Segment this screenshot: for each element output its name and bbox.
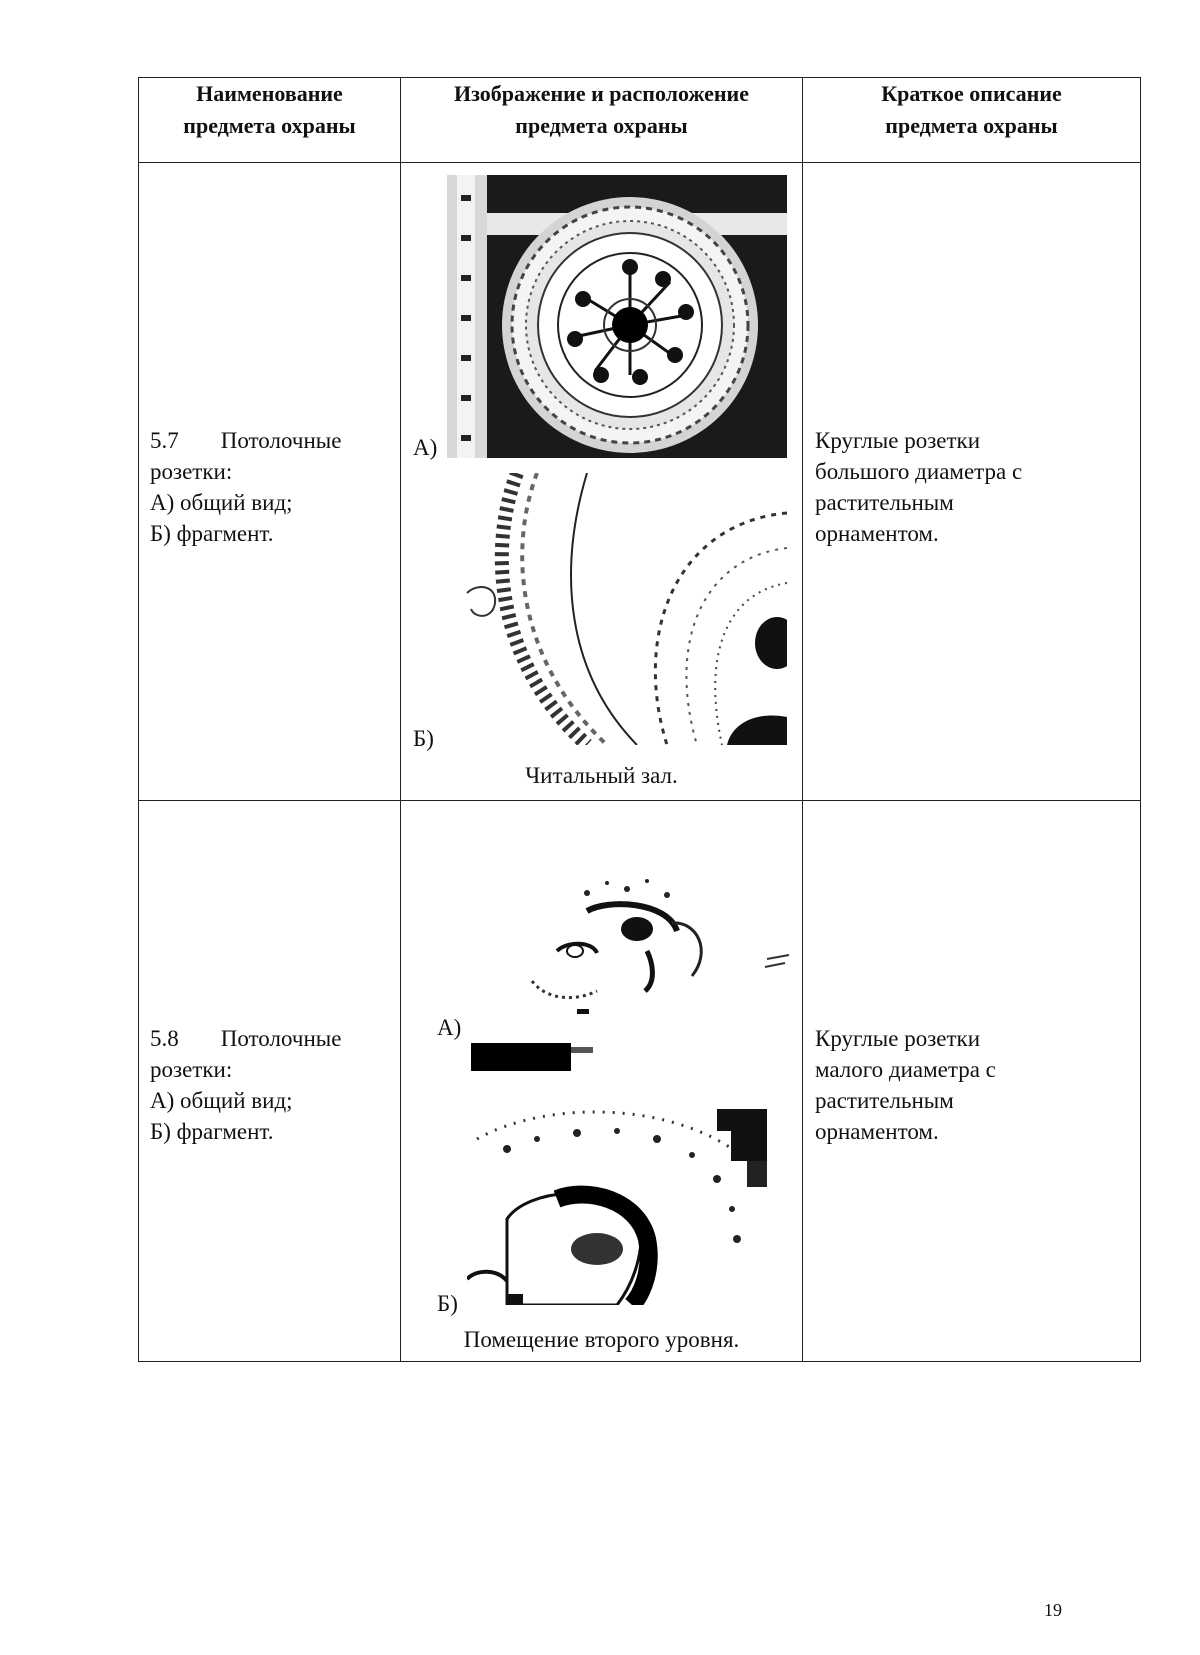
rosette-photo-a [467, 871, 797, 1071]
row-image-cell: А) [400, 800, 803, 1362]
page-number: 19 [1044, 1600, 1062, 1620]
header-name: Наименование предмета охраны [138, 77, 401, 163]
row-description-cell: Круглые розетки большого диаметра с раст… [802, 162, 1141, 801]
label-a: А) [413, 435, 438, 460]
row-image-cell: А) Б) [400, 162, 803, 801]
rosette-photo-b [447, 473, 787, 745]
image-caption: Читальный зал. [525, 763, 678, 788]
protection-items-table: Наименование предмета охраны Изображение… [138, 77, 1141, 1362]
row-description-cell: Круглые розетки малого диаметра с растит… [802, 800, 1141, 1362]
row-description: Круглые розетки малого диаметра с растит… [815, 1026, 996, 1144]
header-description: Краткое описание предмета охраны [802, 77, 1141, 163]
header-image: Изображение и расположение предмета охра… [400, 77, 803, 163]
image-caption: Помещение второго уровня. [463, 1327, 740, 1352]
label-a: А) [437, 1015, 462, 1040]
row-description: Круглые розетки большого диаметра с раст… [815, 428, 1023, 546]
rosette-photo-b [467, 1109, 767, 1305]
label-b: Б) [437, 1291, 458, 1316]
table-header-row: Наименование предмета охраны Изображение… [138, 77, 1141, 163]
label-b: Б) [413, 726, 434, 751]
rosette-photo-a [447, 175, 787, 458]
